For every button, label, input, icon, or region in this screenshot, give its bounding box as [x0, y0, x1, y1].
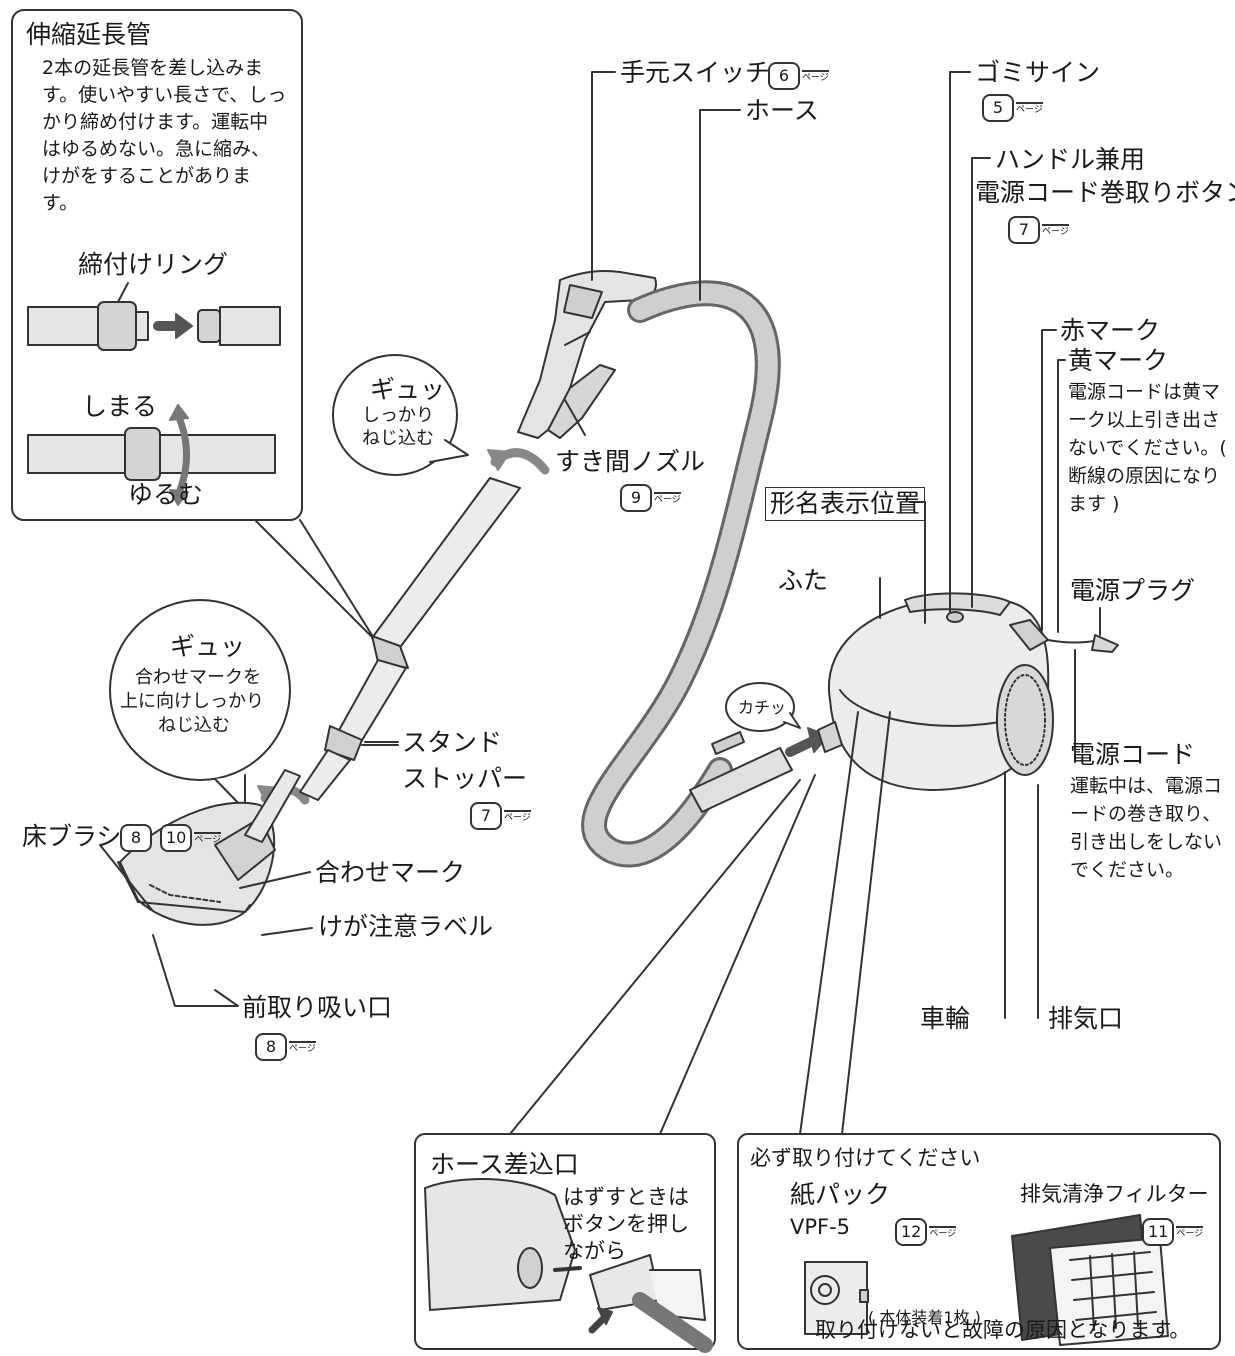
gap-nozzle-label: すき間ノズル — [555, 447, 706, 476]
bubble-top-text1: しっかり — [362, 405, 434, 426]
vacuum-body — [817, 592, 1119, 791]
floor-brush — [117, 769, 301, 926]
floor-brush-label: 床ブラシ — [22, 822, 122, 851]
power-cord-label: 電源コード — [1070, 740, 1196, 769]
hand-switch-label: 手元スイッチ — [620, 58, 771, 87]
pipe-tighten-diagram — [27, 404, 276, 506]
bubble-click-shape — [725, 682, 795, 732]
extension-pipe-note: 2本の延長管を差し込みます。使いやすい長さで、しっかり締め付けます。運転中はゆる… — [42, 57, 287, 214]
hose-inlet-illustration — [424, 1178, 713, 1353]
exhaust-filter-illustration — [1011, 1214, 1169, 1346]
extension-pipe-panel — [11, 9, 303, 521]
pipe-ring-diagram — [27, 282, 281, 351]
power-cord-note: 運転中は、電源コードの巻き取り、引き出しをしないでください。 — [1070, 775, 1223, 881]
wheel-label: 車輪 — [920, 1004, 971, 1033]
loosen-label: ゆるむ — [128, 480, 204, 509]
handle-label-2: 電源コード巻取りボタン — [975, 178, 1235, 207]
leader-hose — [699, 109, 741, 301]
paper-model-label: VPF-5 — [790, 1215, 851, 1239]
hose-inlet-connector — [509, 774, 816, 1135]
leader-red-mark — [1041, 329, 1057, 631]
front-intake-label: 前取り吸い口 — [242, 993, 393, 1022]
bubble-top-title: ギュッ — [370, 375, 446, 404]
align-mark-label: 合わせマーク — [315, 858, 466, 887]
hose-handle — [517, 270, 657, 439]
tighten-label: しまる — [82, 392, 158, 421]
yellow-mark-label: 黄マーク — [1068, 346, 1169, 375]
power-plug-label: 電源プラグ — [1070, 576, 1196, 605]
bubble-left-text2: 上に向けしっかり — [120, 691, 264, 712]
floor-brush-ref-a: 8 — [120, 824, 152, 852]
leader-yellow-mark — [1057, 359, 1066, 633]
hose-inlet-note1: はずすときは — [563, 1185, 689, 1209]
bubble-left-text1: 合わせマークを — [135, 667, 261, 688]
leader-gap-nozzle — [564, 399, 586, 436]
must-attach-title: 必ず取り付けてください — [750, 1146, 981, 1170]
exhaust-grille — [996, 664, 1054, 776]
extension-pipe-title: 伸縮延長管 — [26, 20, 152, 49]
hose-inlet-note3: ながら — [563, 1239, 626, 1263]
exhaust-label: 排気口 — [1048, 1004, 1124, 1033]
leader-front-intake — [152, 934, 239, 1007]
model-position-label: 形名表示位置 — [765, 487, 926, 521]
bubble-left-title: ギュッ — [170, 632, 246, 661]
hose-inlet-title: ホース差込口 — [430, 1150, 579, 1179]
filter-connector — [799, 711, 891, 1135]
dust-sign-label: ゴミサイン — [975, 58, 1101, 87]
paper-pack-illustration — [804, 1261, 869, 1335]
must-attach-warning: 取り付けないと故障の原因となります。 — [815, 1318, 1191, 1342]
leader-hand-switch — [591, 71, 616, 281]
leader-align-mark — [239, 871, 311, 889]
paper-pack-label: 紙パック — [790, 1180, 891, 1209]
bubble-top-shape — [332, 354, 458, 476]
paper-pack-note: ( 本体装着1枚 ) — [868, 1308, 981, 1327]
stand-stopper-label-1: スタンド — [402, 728, 503, 757]
hose — [581, 280, 781, 868]
leader-injury-label — [261, 927, 313, 936]
panel-pointer — [254, 519, 376, 641]
lid-label: ふた — [778, 566, 829, 595]
click-label: カチッ — [738, 698, 787, 717]
filter-label: 排気清浄フィルター — [1020, 1182, 1209, 1206]
bubble-left-text3: ねじ込む — [158, 715, 230, 736]
extension-pipe — [299, 477, 521, 801]
handle-label-1: ハンドル兼用 — [995, 145, 1146, 174]
yellow-mark-note: 電源コードは黄マーク以上引き出さないでください。( 断線の原因になります ) — [1068, 381, 1227, 515]
hose-inlet-note2: ボタンを押し — [563, 1212, 689, 1236]
leader-handle — [971, 157, 991, 608]
hose-label: ホース — [745, 96, 819, 125]
red-mark-label: 赤マーク — [1060, 316, 1161, 345]
bubble-left-shape — [109, 599, 291, 781]
stand-stopper-label-2: ストッパー — [402, 764, 528, 793]
leader-dust-sign — [949, 71, 971, 613]
ring-label: 締付けリング — [78, 250, 229, 279]
bubble-top-text2: ねじ込む — [362, 428, 434, 449]
injury-label: けが注意ラベル — [318, 912, 494, 941]
leader-floor-brush — [99, 844, 153, 911]
